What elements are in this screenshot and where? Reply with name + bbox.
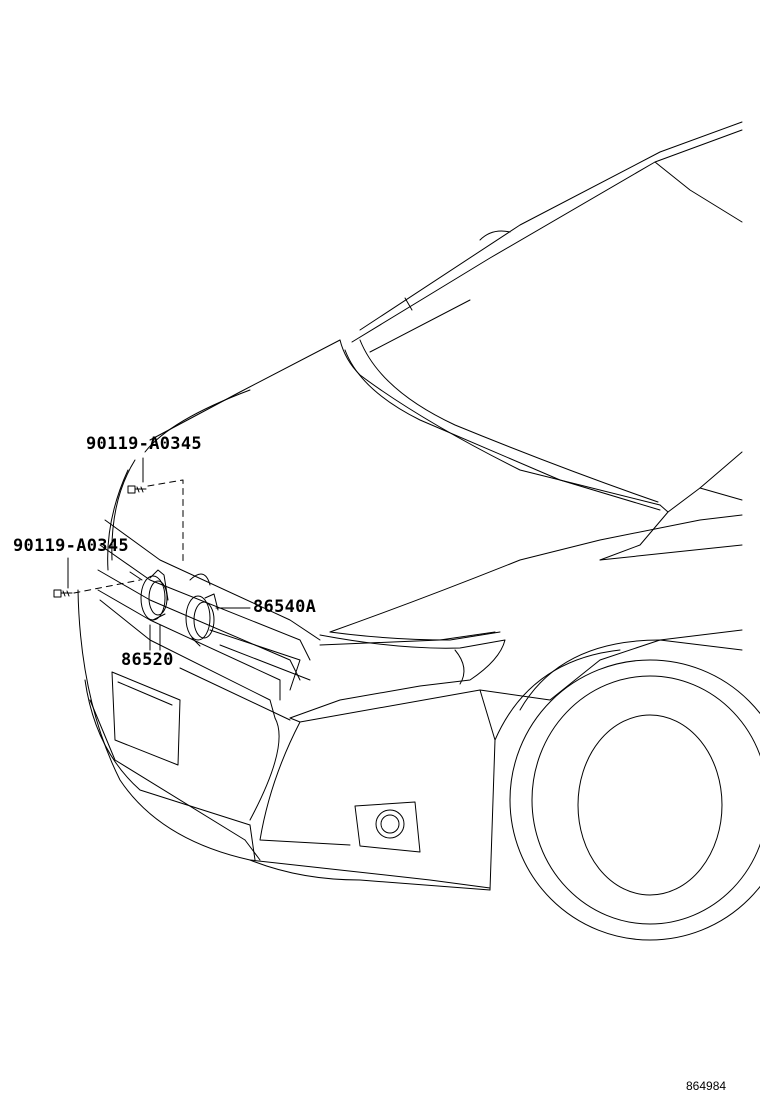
bolt-upper-icon: [127, 485, 147, 494]
windshield-outline: [351, 121, 743, 353]
callout-bolt-lower: 90119-A0345: [13, 536, 129, 556]
grille-outline: [97, 519, 321, 721]
front-wheel-outline: [494, 639, 760, 941]
horn-86540a-outline: [185, 573, 219, 647]
leader-lines: [67, 457, 251, 651]
fog-lamp-outline: [354, 801, 421, 853]
fender-outline: [319, 451, 743, 701]
callout-horn-86520: 86520: [121, 650, 174, 670]
callout-bolt-upper: 90119-A0345: [86, 434, 202, 454]
illustration-code: 864984: [686, 1079, 727, 1093]
license-plate-outline: [111, 671, 181, 766]
callout-horn-86540a: 86540A: [253, 597, 317, 617]
bolt-lower-icon: [53, 589, 73, 598]
horn-86520-outline: [129, 569, 169, 621]
hood-outline: [107, 339, 669, 571]
headlamp-outline: [289, 631, 506, 719]
